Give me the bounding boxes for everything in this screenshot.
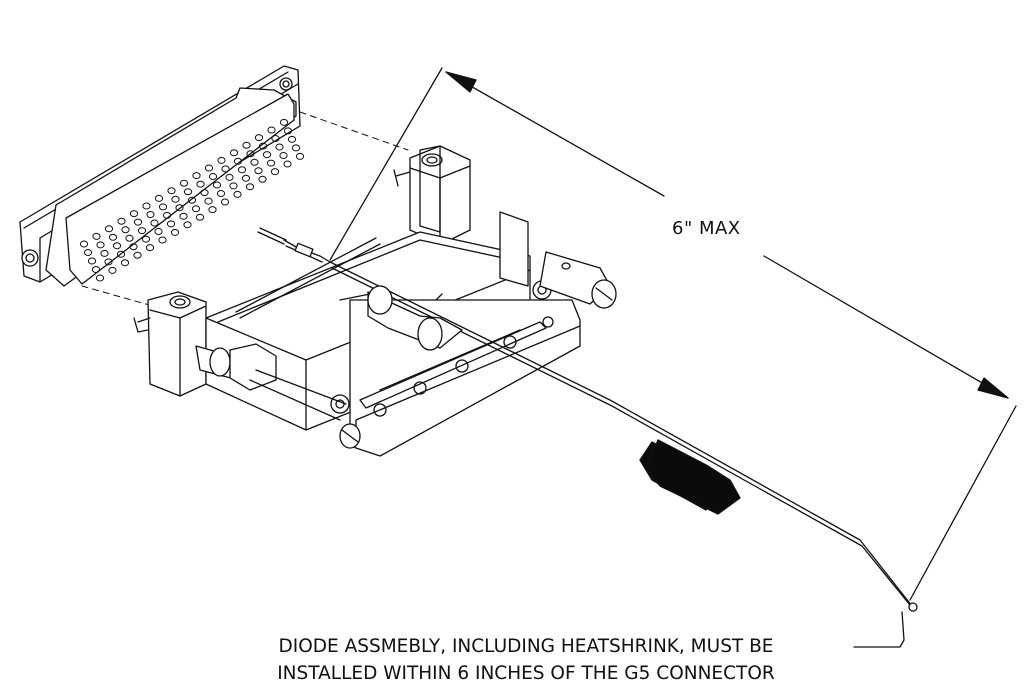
connector-pin <box>275 143 284 151</box>
connector-pin <box>92 232 101 240</box>
connector-pin <box>137 227 147 235</box>
connector-pin <box>112 242 122 250</box>
connector-pin <box>283 160 292 168</box>
connector-pin <box>287 135 297 143</box>
connector-pin <box>237 166 247 174</box>
connector-pin <box>104 225 114 233</box>
connector-pin <box>279 152 288 159</box>
connector-pin <box>133 251 142 259</box>
connector-pins <box>79 118 305 282</box>
connector-pin <box>158 236 167 244</box>
connector-pin <box>262 151 272 159</box>
connector-pin <box>104 258 113 266</box>
connector-pin <box>246 150 255 158</box>
diode-body <box>367 285 463 351</box>
connector-pin <box>171 195 180 203</box>
installation-note: DIODE ASSMEBLY, INCLUDING HEATSHRINK, MU… <box>206 633 846 687</box>
connector-pin <box>217 156 226 164</box>
connector-pin <box>100 249 109 257</box>
connector-pin <box>204 197 213 205</box>
connector-pin <box>87 257 97 265</box>
connector-pin <box>241 174 251 182</box>
connector-pin <box>150 219 159 227</box>
connector-pin <box>95 274 105 282</box>
connector-pin <box>154 228 163 235</box>
connector-pin <box>108 233 118 241</box>
connector-pin <box>233 190 242 198</box>
connector-pin <box>225 173 234 181</box>
connector-pin <box>179 179 189 187</box>
connector-pin <box>175 204 184 212</box>
connector-pin <box>91 266 101 273</box>
connector-pin <box>291 144 301 152</box>
connector-pin <box>258 142 268 150</box>
connector-pin <box>170 228 180 236</box>
connector-pin <box>221 165 230 173</box>
connector-pin <box>229 182 238 190</box>
clamp-screws <box>195 251 617 449</box>
dimension-6in <box>329 67 1017 601</box>
connector-pin <box>208 206 217 214</box>
connector-pin <box>142 202 151 210</box>
connector-pin <box>192 172 201 180</box>
heatshrink-sleeve <box>639 439 741 515</box>
connector-pin <box>145 244 155 252</box>
connector-pin <box>120 259 130 267</box>
connector-pin <box>267 126 276 134</box>
connector-pin <box>258 175 267 183</box>
connector-pin <box>108 266 117 274</box>
dsub-connector <box>19 65 305 287</box>
connector-pin <box>200 189 209 197</box>
connector-pin <box>133 218 143 226</box>
connector-pin <box>154 194 164 202</box>
connector-pin <box>270 168 280 176</box>
connector-pin <box>204 164 214 172</box>
connector-pin <box>179 212 188 220</box>
connector-pin <box>295 152 305 160</box>
connector-pin <box>250 158 259 166</box>
dimension-label: 6" MAX <box>672 218 741 239</box>
note-leader <box>853 611 905 648</box>
connector-pin <box>117 217 126 225</box>
connector-pin <box>183 221 192 229</box>
connector-pin <box>166 220 176 228</box>
connector-pin <box>208 173 218 180</box>
connector-pin <box>146 211 155 218</box>
connector-pin <box>162 211 172 219</box>
connector-pin <box>254 167 263 175</box>
connector-pin <box>158 203 168 211</box>
note-line-1: DIODE ASSMEBLY, INCLUDING HEATSHRINK, MU… <box>278 636 774 657</box>
connector-pin <box>229 149 239 157</box>
connector-pin <box>141 235 151 243</box>
connector-pin <box>212 181 222 189</box>
connector-pin <box>167 187 176 195</box>
connector-pin <box>191 205 201 213</box>
connector-pin <box>195 213 205 221</box>
connector-pin <box>216 190 226 197</box>
connector-pin <box>116 250 126 258</box>
connector-pin <box>283 127 293 135</box>
connector-pin <box>220 198 230 206</box>
connector-pin <box>245 183 255 191</box>
connector-pin <box>129 243 138 251</box>
connector-pin <box>79 240 89 248</box>
connector-pin <box>187 196 197 204</box>
connector-pin <box>279 118 289 126</box>
connector-pin <box>196 180 205 188</box>
alignment-lines <box>81 111 409 309</box>
connector-pin <box>125 234 134 242</box>
connector-pin <box>121 226 130 234</box>
connector-pin <box>266 159 276 167</box>
connector-pin <box>183 188 193 196</box>
connector-pin <box>83 249 93 256</box>
connector-pin <box>242 141 251 149</box>
connector-pin <box>96 241 105 249</box>
connector-pin <box>254 134 264 142</box>
backshell-frame <box>133 145 581 457</box>
connector-pin <box>233 157 243 165</box>
connector-pin <box>129 210 139 218</box>
connector-pin <box>271 135 280 142</box>
note-line-2: INSTALLED WITHIN 6 INCHES OF THE G5 CONN… <box>277 663 775 684</box>
